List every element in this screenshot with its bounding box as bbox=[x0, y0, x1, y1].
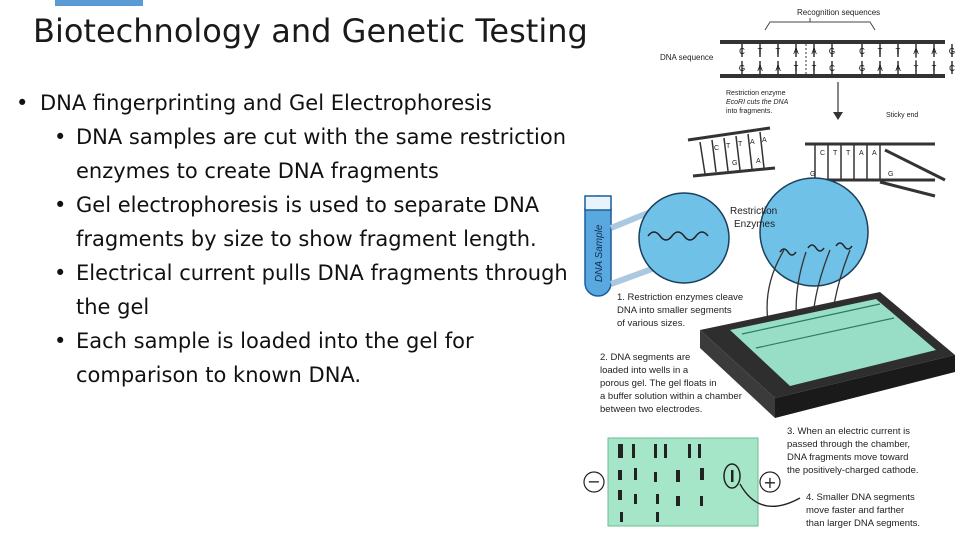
title-accent-bar bbox=[55, 0, 143, 6]
svg-text:T: T bbox=[846, 150, 851, 157]
bottom-base-letter: C bbox=[949, 64, 955, 73]
step4-line2: move faster and farther bbox=[806, 505, 904, 516]
svg-text:A: A bbox=[859, 150, 864, 157]
top-base-letter: A bbox=[811, 47, 817, 56]
loading-arrows bbox=[766, 249, 851, 349]
sub-bullet-1: DNA samples are cut with the same restri… bbox=[52, 120, 574, 188]
step3-line4: the positively-charged cathode. bbox=[787, 465, 919, 476]
gel-wells bbox=[741, 303, 895, 349]
dna-sequence-label: DNA sequence bbox=[660, 53, 714, 62]
svg-text:G: G bbox=[810, 171, 815, 178]
step2-line5: between two electrodes. bbox=[600, 404, 702, 415]
step4-line1: 4. Smaller DNA segments bbox=[806, 492, 915, 503]
step2-line2: loaded into wells in a bbox=[600, 365, 689, 376]
minus-sign: − bbox=[587, 472, 600, 491]
svg-text:T: T bbox=[726, 143, 731, 150]
enzyme-note-1: Restriction enzyme bbox=[726, 90, 786, 97]
sticky-end-label: Sticky end bbox=[886, 112, 918, 119]
restriction-label-2: Enzymes bbox=[734, 219, 775, 230]
top-base-letter: G bbox=[829, 47, 835, 56]
negative-electrode-icon: − bbox=[583, 471, 605, 493]
sub-bullet-3: Electrical current pulls DNA fragments t… bbox=[52, 256, 574, 324]
bottom-base-letter: T bbox=[812, 64, 817, 73]
cut-arrow-head bbox=[833, 112, 843, 120]
sub-bullet-4: Each sample is loaded into the gel for c… bbox=[52, 324, 574, 392]
bottom-base-letter: C bbox=[829, 64, 835, 73]
svg-text:C: C bbox=[820, 150, 825, 157]
svg-text:T: T bbox=[738, 141, 743, 148]
bottom-base-letter: G bbox=[739, 64, 745, 73]
enzyme-note-3: into fragments. bbox=[726, 108, 772, 115]
top-base-letter: T bbox=[878, 47, 883, 56]
top-base-letter: A bbox=[931, 47, 937, 56]
positive-electrode-icon: + bbox=[759, 471, 781, 493]
bottom-base-letter: T bbox=[794, 64, 799, 73]
bottom-base-letter: A bbox=[775, 64, 781, 73]
step4-pointer bbox=[739, 483, 801, 507]
recognition-sequences-label: Recognition sequences bbox=[797, 8, 880, 17]
restriction-label-1: Restriction bbox=[730, 206, 777, 217]
bottom-base-letter: G bbox=[859, 64, 865, 73]
svg-text:A: A bbox=[750, 139, 755, 146]
top-base-letter: A bbox=[913, 47, 919, 56]
dna-strand-circle bbox=[638, 192, 730, 284]
step3-line1: 3. When an electric current is bbox=[787, 426, 910, 437]
slide-title: Biotechnology and Genetic Testing bbox=[33, 12, 588, 50]
top-base-letter: C bbox=[739, 47, 745, 56]
step4-line3: than larger DNA segments. bbox=[806, 518, 920, 529]
bullet-list: DNA fingerprinting and Gel Electrophores… bbox=[14, 86, 574, 392]
step3-line3: DNA fragments move toward bbox=[787, 452, 908, 463]
top-base-letter: T bbox=[776, 47, 781, 56]
gel-chamber bbox=[700, 292, 955, 418]
step1-line3: of various sizes. bbox=[617, 318, 685, 329]
bottom-base-letter: A bbox=[895, 64, 901, 73]
restriction-enzymes-circle bbox=[759, 177, 869, 287]
bottom-base-letter: A bbox=[877, 64, 883, 73]
top-base-letter: T bbox=[896, 47, 901, 56]
top-base-letter: G bbox=[949, 47, 955, 56]
svg-text:A: A bbox=[756, 158, 761, 165]
svg-text:G: G bbox=[888, 171, 893, 178]
plus-sign: + bbox=[763, 473, 776, 492]
bottom-base-letter: A bbox=[757, 64, 763, 73]
tube-label: DNA Sample bbox=[594, 224, 605, 282]
step2-line3: porous gel. The gel floats in bbox=[600, 378, 717, 389]
top-base-letter: A bbox=[793, 47, 799, 56]
step1-line1: 1. Restriction enzymes cleave bbox=[617, 292, 743, 303]
svg-text:A: A bbox=[762, 137, 767, 144]
gel-result-panel bbox=[607, 437, 759, 527]
dna-sample-tube-icon: DNA Sample bbox=[584, 195, 612, 297]
svg-text:T: T bbox=[833, 150, 838, 157]
bullet-main: DNA fingerprinting and Gel Electrophores… bbox=[14, 86, 574, 120]
step2-line1: 2. DNA segments are bbox=[600, 352, 690, 363]
sub-bullet-2: Gel electrophoresis is used to separate … bbox=[52, 188, 574, 256]
svg-text:C: C bbox=[714, 145, 719, 152]
svg-text:G: G bbox=[732, 160, 737, 167]
enzyme-note-2: EcoRI cuts the DNA bbox=[726, 99, 789, 106]
svg-text:A: A bbox=[872, 150, 877, 157]
top-base-letter: C bbox=[859, 47, 865, 56]
bottom-base-letter: T bbox=[932, 64, 937, 73]
top-base-letter: T bbox=[758, 47, 763, 56]
recognition-bracket bbox=[764, 18, 876, 31]
step1-line2: DNA into smaller segments bbox=[617, 305, 732, 316]
step2-line4: a buffer solution within a chamber bbox=[600, 391, 742, 402]
step3-line2: passed through the chamber, bbox=[787, 439, 910, 450]
